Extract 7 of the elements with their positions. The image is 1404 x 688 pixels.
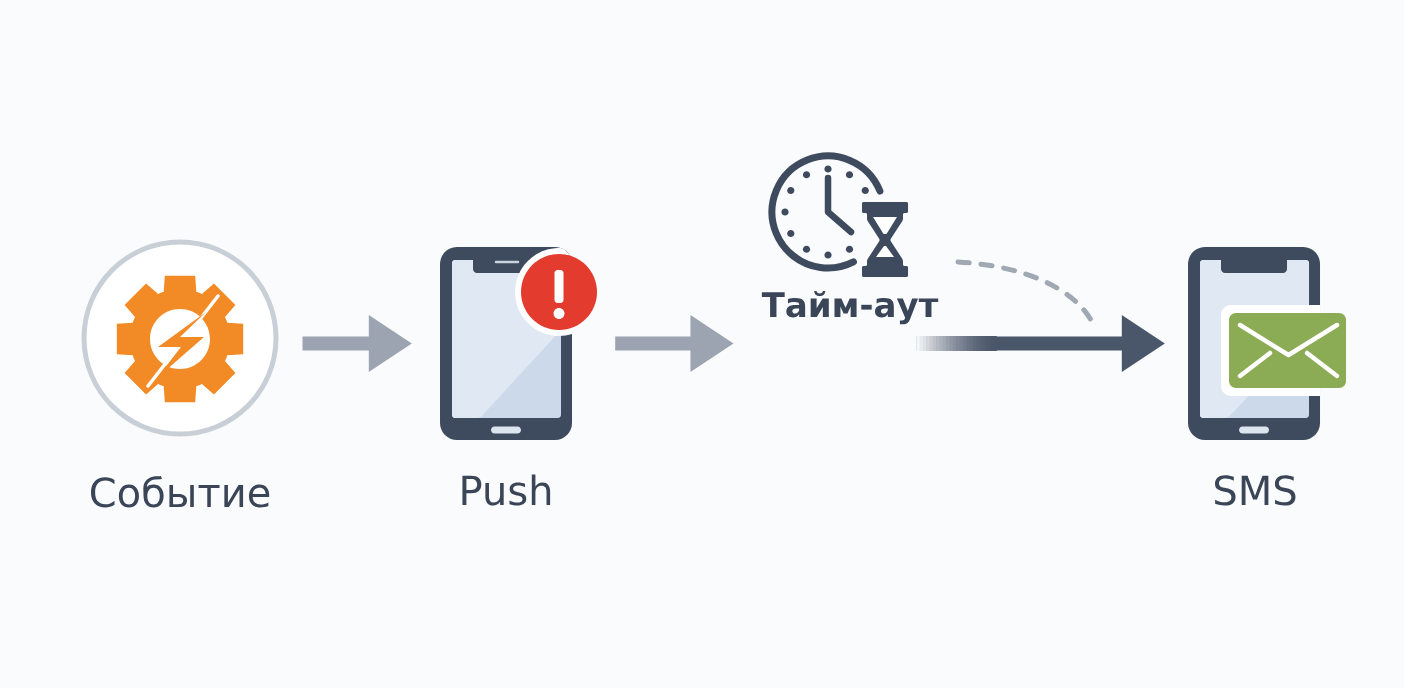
arrow [916,315,1165,372]
node-label: Push [462,474,551,506]
node-label: SMS [1215,475,1296,506]
arrow [302,315,412,372]
arrow [615,315,734,372]
node-label: Тайм-аут [761,291,939,325]
node-label: Событие [90,475,270,508]
